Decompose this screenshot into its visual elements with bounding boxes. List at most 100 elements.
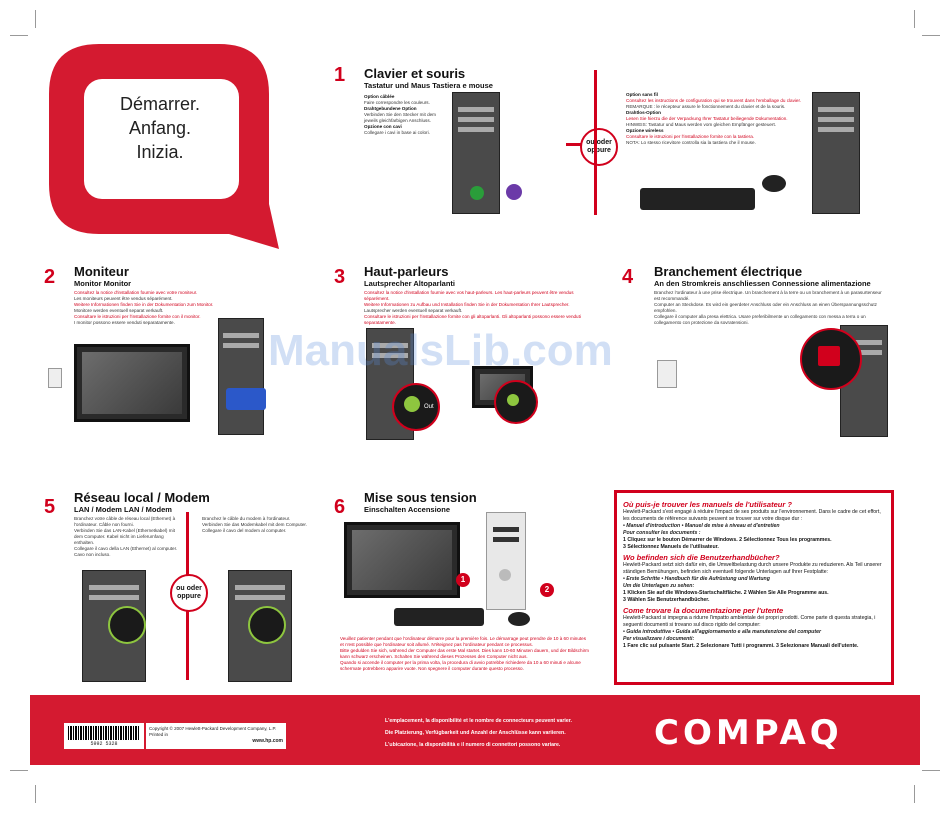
manuals-text-it: Hewlett-Packard si impegna a ridurre l'i… <box>623 615 876 628</box>
power-socket-icon <box>818 346 840 366</box>
modem-text-de: Verbinden Sie das Modemkabel mit dem Com… <box>202 522 307 527</box>
start-text: Démarrer. Anfang. Inizia. <box>105 92 215 164</box>
step-5-number: 5 <box>44 496 56 518</box>
monitor-text-it: Consultare le istruzioni per l'installaz… <box>74 314 201 319</box>
mouse <box>508 612 530 626</box>
wireless-keyboard <box>640 188 755 210</box>
manuals-consult-fr: Pour consulter les documents : <box>623 530 701 536</box>
audio-out-port-icon <box>404 396 420 412</box>
manuals-step3-fr: 3 Sélectionnez Manuels de l'utilisateur. <box>623 544 719 550</box>
wired-heading-fr: Option câblée <box>364 94 395 99</box>
manuals-list-de: • Erste Schritte • Handbuch für die Aufr… <box>623 576 770 582</box>
step-1-number: 1 <box>334 64 346 86</box>
wireless-note-de: HINWEIS: Tastatur und Maus werden vom gl… <box>626 122 777 127</box>
step-2-subtitle: Monitor Monitor <box>74 279 132 288</box>
power-on-text-it: Quando si accende il computer per la pri… <box>340 660 581 671</box>
wireless-mouse <box>762 175 786 192</box>
crop-mark <box>914 785 915 803</box>
vga-connector-icon <box>226 388 266 410</box>
lan-text-it: Collegare il cavo della LAN (Ethernet) a… <box>74 546 178 557</box>
step-1-subtitle: Tastatur und Maus Tastiera e mouse <box>364 81 493 90</box>
step-6-number: 6 <box>334 496 346 518</box>
crop-mark <box>35 10 36 28</box>
power-button-callout: 2 <box>540 583 554 597</box>
printed-in-text: Printed in <box>149 732 169 737</box>
power-text-de: Computer an Steckdose. Es wird ein geerd… <box>654 302 877 313</box>
wireless-heading-fr: Option sans fil <box>626 92 658 97</box>
speakers-text-fr: Consultez la notice d'installation fourn… <box>364 290 574 301</box>
step-1-title: Clavier et souris <box>364 66 466 81</box>
or-badge: ou oder oppure <box>170 574 208 612</box>
lan-text-fr: Branchez votre câble de réseau local (Et… <box>74 516 176 527</box>
monitor-text-de: Weitere Informationen finden Sie in der … <box>74 302 214 307</box>
speakers-text-it: Consultare le istruzioni per l'installaz… <box>364 314 581 325</box>
keyboard <box>394 608 484 626</box>
computer-tower <box>218 318 264 435</box>
compaq-q-logo <box>49 44 279 249</box>
disclaimer-de: Die Platzierung, Verfügbarkeit und Anzah… <box>385 730 566 736</box>
manualslib-watermark: ManualsLib.com <box>268 326 613 375</box>
computer-tower <box>812 92 860 214</box>
step-3-number: 3 <box>334 266 346 288</box>
step-5-modem-text: Branchez le câble du modem à l'ordinateu… <box>202 516 312 534</box>
wired-text-it: Collegare i cavi in base ai colori. <box>364 130 430 135</box>
wired-heading-de: Drahtgebundene Option <box>364 106 417 111</box>
manuals-list-fr: • Manuel d'introduction • Manuel de mise… <box>623 523 780 529</box>
step-1-wireless-text: Option sans fil Consultez les instructio… <box>626 92 806 146</box>
monitor-note-de: Monitore werden eventuell separat verkau… <box>74 308 164 313</box>
step-2-number: 2 <box>44 266 56 288</box>
step-5-title: Réseau local / Modem <box>74 490 210 505</box>
wired-text-fr: Faire correspondre les couleurs. <box>364 100 430 105</box>
connector-disclaimer: L'emplacement, la disponibilité et le no… <box>385 715 645 751</box>
monitor-note-it: I monitor possono essere venduti separat… <box>74 320 175 325</box>
start-line-fr: Démarrer. <box>119 94 200 114</box>
power-text-fr: Branchez l'ordinateur à une prise électr… <box>654 290 882 301</box>
copyright-box: Copyright © 2007 Hewlett-Packard Develop… <box>146 723 286 749</box>
step-4-title: Branchement électrique <box>654 264 803 279</box>
power-text-it: Collegare il computer alla presa elettri… <box>654 314 866 325</box>
crop-mark <box>10 770 28 771</box>
manuals-text-fr: Hewlett-Packard s'est engagé à réduire l… <box>623 509 881 522</box>
wired-text-de: Verbinden Sie den Stecker mit dem jeweil… <box>364 112 437 123</box>
start-line-it: Inizia. <box>136 142 184 162</box>
divider-line <box>594 70 597 215</box>
step-6-subtitle: Einschalten Accensione <box>364 505 451 514</box>
power-button-icon[interactable] <box>499 569 511 581</box>
step-3-text: Consultez la notice d'installation fourn… <box>364 290 596 326</box>
crop-mark <box>10 35 28 36</box>
step-2-text: Consultez la notice d'installation fourn… <box>74 290 234 326</box>
hp-url[interactable]: www.hp.com <box>252 738 283 744</box>
ps2-connectors <box>470 178 530 208</box>
modem-port-zoom <box>248 606 286 644</box>
power-monitor-callout: 1 <box>456 573 470 587</box>
disclaimer-it: L'ubicazione, la disponibilità e il nume… <box>385 742 561 748</box>
wireless-note-fr: REMARQUE : le récepteur assure le foncti… <box>626 104 786 109</box>
purple-connector-icon <box>506 184 522 200</box>
step-2-title: Moniteur <box>74 264 129 279</box>
lan-text-de: Verbinden Sie das LAN-Kabel (Ethernetkab… <box>74 528 175 545</box>
green-connector-icon <box>470 186 484 200</box>
step-5-lan-text: Branchez votre câble de réseau local (Et… <box>74 516 184 558</box>
manuals-steps-fr: 1 Cliquez sur le bouton Démarrer de Wind… <box>623 537 832 543</box>
manuals-list-it: • Guida introduttiva • Guida all'aggiorn… <box>623 629 821 635</box>
crop-mark <box>922 770 940 771</box>
wireless-text-fr: Consultez les instructions de configurat… <box>626 98 802 103</box>
barcode: 5992 5328 <box>64 723 144 749</box>
step-4-number: 4 <box>622 266 634 288</box>
power-on-text-de: Bitte gedulden Sie sich, während der Com… <box>340 648 589 659</box>
manuals-heading-fr: Où puis-je trouver les manuels de l'util… <box>623 500 792 509</box>
compaq-wordmark: COMPAQ <box>654 713 843 753</box>
wireless-heading-de: Drahtlos-Option <box>626 110 661 115</box>
step-3-subtitle: Lautsprecher Altoparlanti <box>364 279 455 288</box>
or-badge: ou oder oppure <box>580 128 618 166</box>
step-4-text: Branchez l'ordinateur à une prise électr… <box>654 290 884 326</box>
user-manuals-box: Où puis-je trouver les manuels de l'util… <box>614 490 894 685</box>
wireless-text-it: Consultare le istruzioni per l'installaz… <box>626 134 755 139</box>
computer-tower-silver <box>486 512 526 610</box>
modem-text-it: Collegare il cavo del modem al computer. <box>202 528 287 533</box>
wired-heading-it: Opzione con cavi <box>364 124 402 129</box>
manuals-consult-it: Per visualizzare i documenti: <box>623 636 695 642</box>
manuals-steps-it: 1 Fare clic sul pulsante Start. 2 Selezi… <box>623 643 859 649</box>
speakers-note-de: Lautsprecher werden eventuell separat ve… <box>364 308 463 313</box>
manuals-text-de: Hewlett-Packard setzt sich dafür ein, di… <box>623 562 882 575</box>
